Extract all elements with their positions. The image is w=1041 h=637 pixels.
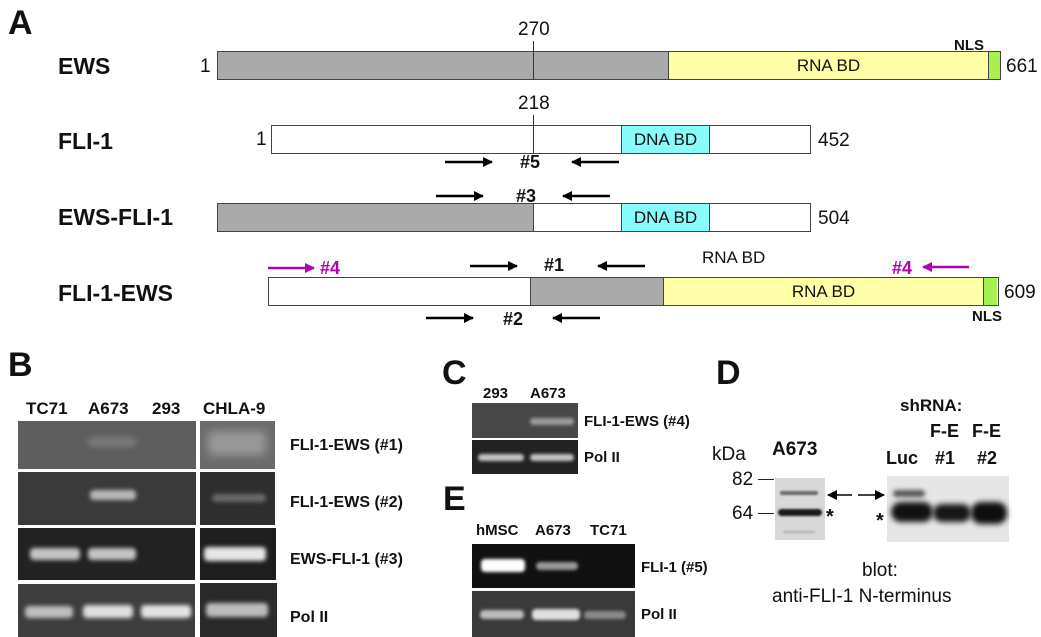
gel-b-row2-label: FLI-1-EWS (#2) bbox=[290, 494, 403, 511]
primer-4-left-label: #4 bbox=[320, 258, 341, 278]
kda-label: kDa bbox=[712, 444, 746, 465]
gel-b-row4-main bbox=[18, 584, 195, 637]
marker-82: 82 bbox=[732, 469, 754, 490]
ews-fli1-end: 504 bbox=[818, 208, 850, 229]
gel-b-row3-chla9 bbox=[200, 528, 276, 580]
fli1-end: 452 bbox=[818, 130, 850, 151]
primer-2-label: #2 bbox=[503, 309, 524, 329]
gel-b-row1-chla9 bbox=[200, 421, 275, 469]
lane-luc: Luc bbox=[886, 448, 919, 468]
marker-64-tick bbox=[758, 513, 774, 514]
primer-1-label: #1 bbox=[544, 255, 565, 275]
fli1-ews-rna-bd-extra-label: RNA BD bbox=[702, 248, 766, 267]
ews-nls bbox=[988, 52, 1000, 79]
asterisk-left: * bbox=[826, 506, 834, 528]
ews-breakpoint-270: 270 bbox=[518, 19, 550, 40]
lane-a673: A673 bbox=[88, 399, 129, 418]
gel-e-row1 bbox=[472, 544, 635, 588]
blot-caption-line2: anti-FLI-1 N-terminus bbox=[772, 586, 952, 607]
gel-c-row1-label: FLI-1-EWS (#4) bbox=[584, 413, 690, 430]
ews-fli1-ews-part bbox=[218, 204, 534, 231]
fli1-breakpoint-218: 218 bbox=[518, 93, 550, 114]
fli1-ews-rna-bd-label: RNA BD bbox=[791, 282, 856, 301]
lane-fe2-top: F-E bbox=[972, 421, 1001, 441]
ews-nls-label: NLS bbox=[954, 37, 984, 54]
panel-a-letter: A bbox=[8, 4, 33, 42]
gel-e-row1-label: FLI-1 (#5) bbox=[641, 559, 708, 576]
gel-b-row1-label: FLI-1-EWS (#1) bbox=[290, 437, 403, 454]
ews-rna-bd: RNA BD bbox=[668, 52, 988, 79]
lane-fe2-bottom: #2 bbox=[977, 448, 998, 468]
gel-e-row2-label: Pol II bbox=[641, 606, 677, 623]
panel-b-letter: B bbox=[8, 346, 33, 384]
fli1-breakpoint-line bbox=[533, 115, 534, 153]
gel-c-row2-label: Pol II bbox=[584, 449, 620, 466]
fli1-ews-ews-part bbox=[530, 278, 663, 305]
primer-5-label: #5 bbox=[520, 152, 541, 172]
marker-82-tick bbox=[758, 479, 774, 480]
asterisk-right: * bbox=[876, 510, 884, 532]
gel-b-row4-chla9 bbox=[200, 583, 277, 637]
lane-293: 293 bbox=[152, 399, 181, 418]
lane-chla9: CHLA-9 bbox=[203, 399, 266, 418]
fli1-ews-nls bbox=[983, 278, 997, 305]
fli1-ews-nls-label: NLS bbox=[972, 308, 1002, 325]
gel-c-row2 bbox=[472, 440, 578, 474]
ews-fli1-dna-bd: DNA BD bbox=[621, 204, 710, 231]
gel-c-row1 bbox=[472, 403, 578, 438]
panel-c-letter: C bbox=[442, 354, 467, 392]
primer-4-right-label: #4 bbox=[892, 258, 913, 278]
ews-fli1-dna-bd-label: DNA BD bbox=[633, 208, 698, 227]
ews-label: EWS bbox=[58, 53, 111, 79]
gel-b-row1-main bbox=[18, 421, 196, 469]
ews-breakpoint-line bbox=[533, 41, 534, 79]
ews-start: 1 bbox=[200, 56, 211, 77]
fli1-dna-bd: DNA BD bbox=[621, 126, 710, 153]
fli1-ews-bar: RNA BD bbox=[268, 277, 999, 306]
blot-shrna bbox=[887, 476, 1009, 542]
panel-e-letter: E bbox=[443, 480, 466, 518]
fli1-dna-bd-label: DNA BD bbox=[633, 130, 698, 149]
ews-n-terminal bbox=[218, 52, 668, 79]
fli1-ews-rna-bd: RNA BD bbox=[663, 278, 983, 305]
marker-64: 64 bbox=[732, 503, 754, 524]
fli1-start: 1 bbox=[256, 129, 267, 150]
gel-b-row3-label: EWS-FLI-1 (#3) bbox=[290, 551, 403, 568]
fli1-ews-end: 609 bbox=[1004, 282, 1036, 303]
a673-blot-title: A673 bbox=[772, 439, 818, 460]
primer-3-label: #3 bbox=[516, 186, 537, 206]
lane-c-a673: A673 bbox=[530, 385, 566, 402]
ews-bar: RNA BD bbox=[217, 51, 1001, 80]
blot-a673 bbox=[775, 478, 825, 540]
lane-c-293: 293 bbox=[483, 385, 509, 402]
shrna-label: shRNA: bbox=[900, 396, 963, 415]
ews-rna-bd-label: RNA BD bbox=[796, 56, 861, 75]
fli1-bar: DNA BD bbox=[271, 125, 811, 154]
gel-b-row3-main bbox=[18, 528, 195, 580]
fli1-ews-label: FLI-1-EWS bbox=[58, 280, 173, 306]
ews-fli1-bar: DNA BD bbox=[217, 203, 811, 232]
ews-fli1-label: EWS-FLI-1 bbox=[58, 204, 173, 230]
gel-e-row2 bbox=[472, 591, 635, 637]
blot-caption-line1: blot: bbox=[862, 560, 898, 581]
ews-end: 661 bbox=[1006, 56, 1038, 77]
lane-tc71: TC71 bbox=[26, 399, 68, 418]
gel-b-row2-chla9 bbox=[200, 472, 275, 525]
lane-fe1-top: F-E bbox=[930, 421, 959, 441]
gel-b-row2-main bbox=[18, 472, 196, 525]
panel-d-letter: D bbox=[716, 354, 741, 392]
lane-e-hmsc: hMSC bbox=[476, 522, 519, 539]
gel-b-row4-label: Pol II bbox=[290, 609, 329, 626]
lane-e-tc71: TC71 bbox=[590, 522, 627, 539]
lane-fe1-bottom: #1 bbox=[935, 448, 956, 468]
fli1-label: FLI-1 bbox=[58, 128, 113, 154]
lane-e-a673: A673 bbox=[535, 522, 571, 539]
